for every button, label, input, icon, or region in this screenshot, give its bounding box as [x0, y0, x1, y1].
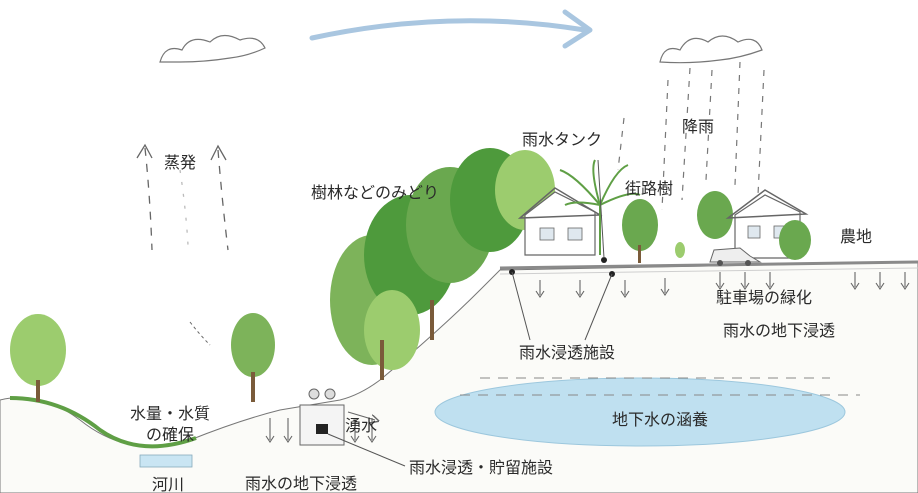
label-infiltration-facility: 雨水浸透施設	[519, 343, 616, 362]
label-water-quantity-quality: 水量・水質 の確保	[118, 404, 222, 446]
groundwater-dashes	[460, 377, 860, 396]
label-rain-tank: 雨水タンク	[522, 130, 603, 149]
infiltration-arrows-upper	[535, 272, 910, 298]
street-trees	[622, 199, 685, 263]
label-infiltration-storage-facility: 雨水浸透・貯留施設	[409, 458, 554, 477]
label-woodland-green: 樹林などのみどり	[311, 183, 440, 202]
river-water	[139, 454, 193, 468]
cloud-right-icon	[659, 35, 763, 64]
palm-tree	[559, 159, 641, 255]
label-spring-water: 湧水	[345, 416, 378, 435]
spring-water-arrow	[189, 321, 211, 346]
label-groundwater-recharge: 地下水の涵養	[612, 410, 709, 429]
cloud-left-icon	[159, 34, 266, 63]
label-parking-greening: 駐車場の緑化	[716, 288, 813, 307]
storage-facility	[299, 388, 406, 467]
label-river: 河川	[152, 475, 185, 493]
car	[709, 247, 762, 266]
label-street-trees: 街路樹	[625, 179, 674, 198]
left-trees	[10, 313, 275, 402]
house-left	[517, 187, 603, 256]
evaporation-arrows	[136, 143, 229, 251]
label-rain-infiltration-upper: 雨水の地下浸透	[723, 321, 836, 340]
label-farmland: 農地	[840, 227, 873, 246]
rain-lines	[617, 61, 765, 211]
label-water-quantity-quality-line2: の確保	[145, 424, 194, 444]
water-cycle-arrow	[309, 9, 593, 49]
infiltration-arrows-lower	[265, 411, 376, 443]
label-rainfall: 降雨	[682, 117, 715, 136]
infiltration-facility-markers	[509, 159, 615, 341]
label-evaporation: 蒸発	[164, 153, 197, 172]
house-right	[697, 189, 811, 260]
label-rain-infiltration-lower: 雨水の地下浸透	[245, 474, 358, 493]
label-water-quantity-quality-line1: 水量・水質	[129, 404, 210, 423]
